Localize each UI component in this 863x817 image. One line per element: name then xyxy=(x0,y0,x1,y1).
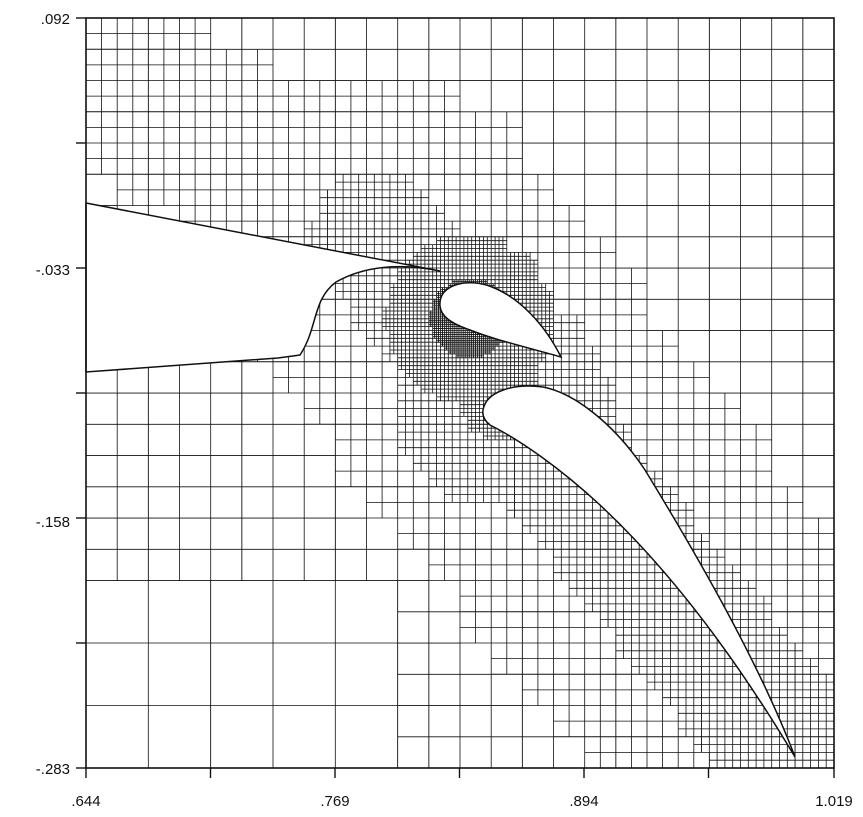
x-tick-label-1: .769 xyxy=(320,793,349,810)
y-tick-label-0: .092 xyxy=(41,11,70,28)
axis-ticks xyxy=(76,17,835,778)
x-tick-label-2: .894 xyxy=(569,793,598,810)
slat-region xyxy=(85,202,441,373)
mesh-cells xyxy=(86,18,834,768)
cartesian-mesh xyxy=(86,18,834,768)
y-tick-label-1: -.033 xyxy=(36,262,70,279)
airfoil-bodies xyxy=(85,202,796,758)
y-tick-label-3: -.283 xyxy=(36,761,70,778)
x-tick-label-0: .644 xyxy=(71,793,100,810)
y-tick-label-2: -.158 xyxy=(36,514,70,531)
flap-element xyxy=(482,385,796,758)
x-tick-label-3: 1.019 xyxy=(815,793,853,810)
main-element xyxy=(439,282,563,359)
